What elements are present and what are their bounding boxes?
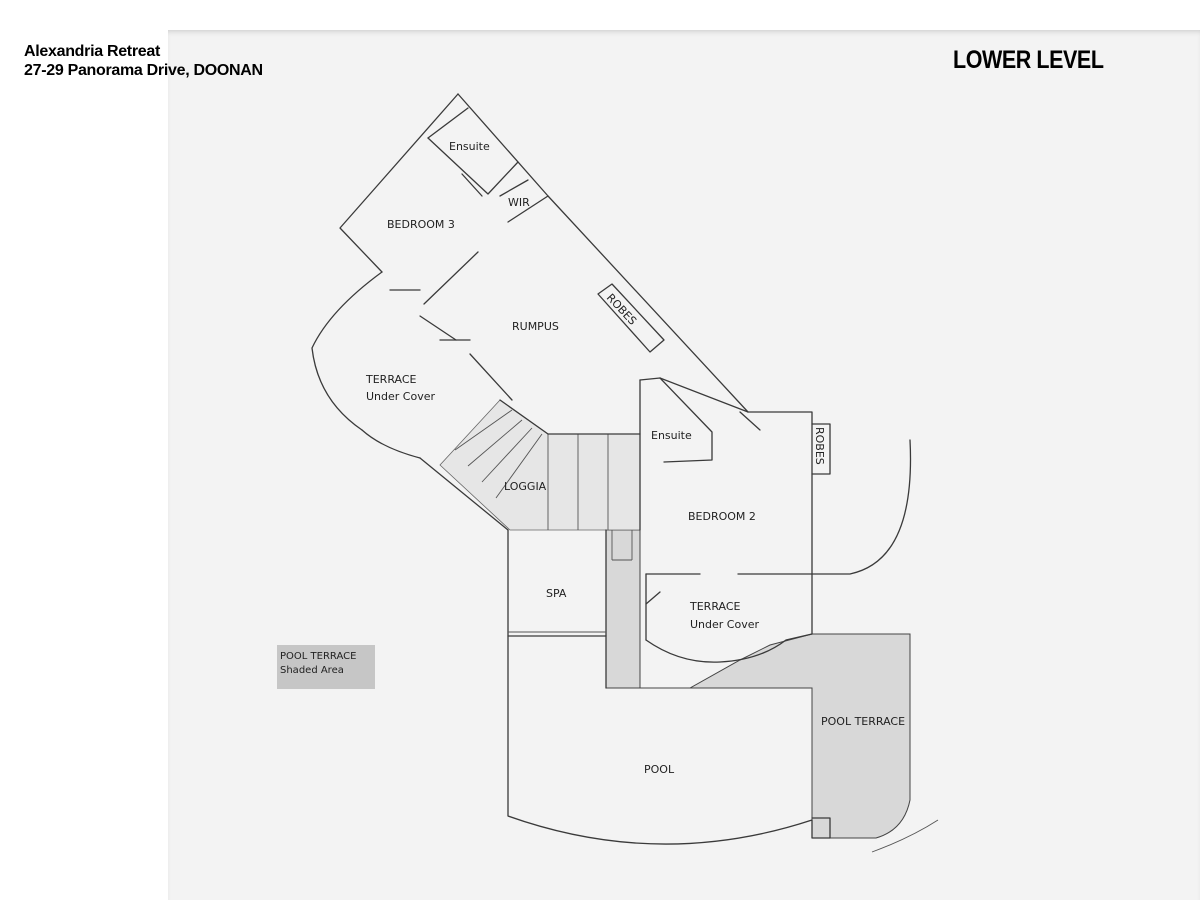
pool-terrace-shaded-area xyxy=(605,529,911,839)
title-block: Alexandria Retreat 27-29 Panorama Drive,… xyxy=(24,42,263,80)
level-title: LOWER LEVEL xyxy=(953,46,1104,74)
label-wir: WIR xyxy=(508,196,530,209)
property-address: 27-29 Panorama Drive, DOONAN xyxy=(24,62,263,79)
floorplan-paper xyxy=(168,30,1200,900)
legend-line-1: POOL TERRACE xyxy=(280,651,357,662)
property-name: Alexandria Retreat xyxy=(24,43,160,60)
robes-right-cabinet xyxy=(811,423,831,475)
legend-line-2: Shaded Area xyxy=(280,665,344,676)
label-pool: POOL xyxy=(644,763,675,776)
spa-walls xyxy=(507,529,633,637)
outdoor-curve-wall xyxy=(811,439,912,575)
label-rumpus: RUMPUS xyxy=(512,320,559,333)
upper-wing-walls xyxy=(339,93,749,413)
legend-pool-terrace-shaded: POOL TERRACE Shaded Area xyxy=(277,645,375,689)
bedroom2-walls xyxy=(547,377,813,641)
loggia-shaded-area xyxy=(439,399,641,531)
label-bedroom2: BEDROOM 2 xyxy=(688,510,756,523)
label-pool-terrace: POOL TERRACE xyxy=(821,715,905,728)
loggia-stair-lines xyxy=(454,409,609,530)
label-terrace-lower-covered: Under Cover xyxy=(690,618,759,631)
robes-upper-cabinet xyxy=(597,283,665,353)
label-robes-right: ROBES xyxy=(813,427,826,465)
label-robes-upper: ROBES xyxy=(604,291,639,328)
lower-terrace-curve xyxy=(645,633,813,663)
label-terrace-lower: TERRACE xyxy=(689,600,741,613)
label-ensuite-upper: Ensuite xyxy=(449,140,490,153)
rumpus-and-terrace-walls xyxy=(311,271,549,531)
label-terrace-left: TERRACE xyxy=(365,373,417,386)
pool-outline xyxy=(507,635,939,853)
label-loggia: LOGGIA xyxy=(504,480,547,493)
label-bedroom3: BEDROOM 3 xyxy=(387,218,455,231)
label-spa: SPA xyxy=(546,587,567,600)
label-ensuite-lower: Ensuite xyxy=(651,429,692,442)
label-terrace-left-covered: Under Cover xyxy=(366,390,435,403)
